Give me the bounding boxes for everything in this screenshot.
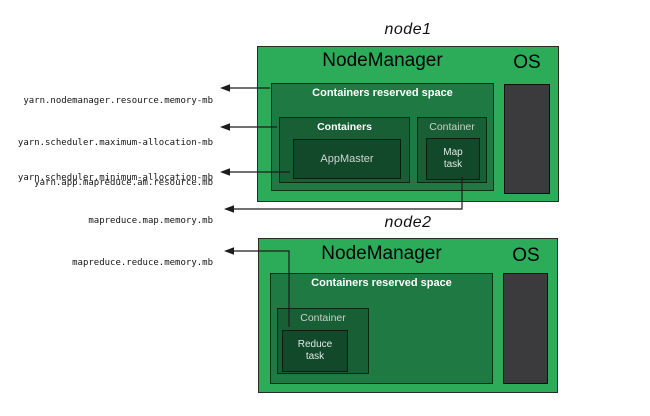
node1-reserved-title: Containers reserved space: [312, 87, 453, 99]
node2-containers-reserved-space: Containers reserved space Container Redu…: [270, 273, 493, 384]
node1-os-heading: OS: [513, 52, 541, 73]
node1-containers-label: Containers: [317, 121, 372, 133]
label-yarn-scheduler-allocation: yarn.scheduler.maximum-allocation-mb yar…: [0, 115, 213, 207]
node2-os-memory-rect: [503, 273, 548, 384]
label-text: yarn.app.mapreduce.am.resource.mb: [34, 177, 213, 188]
node1-container-label: Container: [429, 121, 475, 133]
label-text: mapreduce.reduce.memory.mb: [72, 257, 213, 268]
node1-containers-reserved-space: Containers reserved space Containers App…: [271, 83, 494, 191]
node2-title: node2: [384, 214, 432, 231]
label-mapreduce-map-memory-mb: mapreduce.map.memory.mb: [0, 204, 213, 239]
arrowhead-scheduler-allocation: [220, 123, 230, 131]
node2-box: NodeManager OS Containers reserved space…: [258, 238, 558, 393]
label-text-min: yarn.scheduler.minimum-allocation-mb: [17, 172, 213, 183]
node1-appmaster-box: AppMaster: [293, 139, 401, 179]
node2-container-box: Container Reduce task: [277, 308, 369, 374]
node1-containers-box: Containers AppMaster: [279, 117, 410, 183]
node2-reserved-title: Containers reserved space: [311, 277, 452, 289]
label-text: mapreduce.map.memory.mb: [88, 215, 213, 226]
label-yarn-app-mapreduce-am-resource-mb: yarn.app.mapreduce.am.resource.mb: [0, 166, 213, 201]
reduce-task-line1: Reduce: [297, 339, 333, 350]
map-task-line2: task: [443, 159, 463, 170]
node2-nodemanager-heading: NodeManager: [321, 243, 442, 264]
label-text-max: yarn.scheduler.maximum-allocation-mb: [17, 138, 213, 148]
node1-nodemanager-heading: NodeManager: [322, 50, 443, 71]
appmaster-label: AppMaster: [320, 153, 374, 165]
arrowhead-map-memory: [224, 205, 234, 213]
node1-os-memory-rect: [504, 84, 550, 194]
node1-title: node1: [384, 21, 432, 38]
label-text: yarn.nodemanager.resource.memory-mb: [23, 95, 213, 106]
node2-os-heading: OS: [512, 245, 540, 266]
node1-box: NodeManager OS Containers reserved space…: [257, 46, 559, 202]
node1-container-box: Container Map task: [417, 117, 487, 183]
node2-container-label: Container: [300, 312, 346, 324]
arrowhead-nm-resource: [220, 84, 230, 92]
reduce-task-line2: task: [305, 351, 325, 362]
label-yarn-nodemanager-resource-memory-mb: yarn.nodemanager.resource.memory-mb: [0, 84, 213, 119]
node2-reduce-task-box: Reduce task: [282, 330, 348, 372]
map-task-line1: Map: [443, 147, 463, 158]
node1-map-task-box: Map task: [426, 138, 480, 180]
arrowhead-reduce-memory: [224, 247, 234, 255]
arrowhead-am-resource: [220, 168, 230, 176]
label-mapreduce-reduce-memory-mb: mapreduce.reduce.memory.mb: [0, 246, 213, 281]
